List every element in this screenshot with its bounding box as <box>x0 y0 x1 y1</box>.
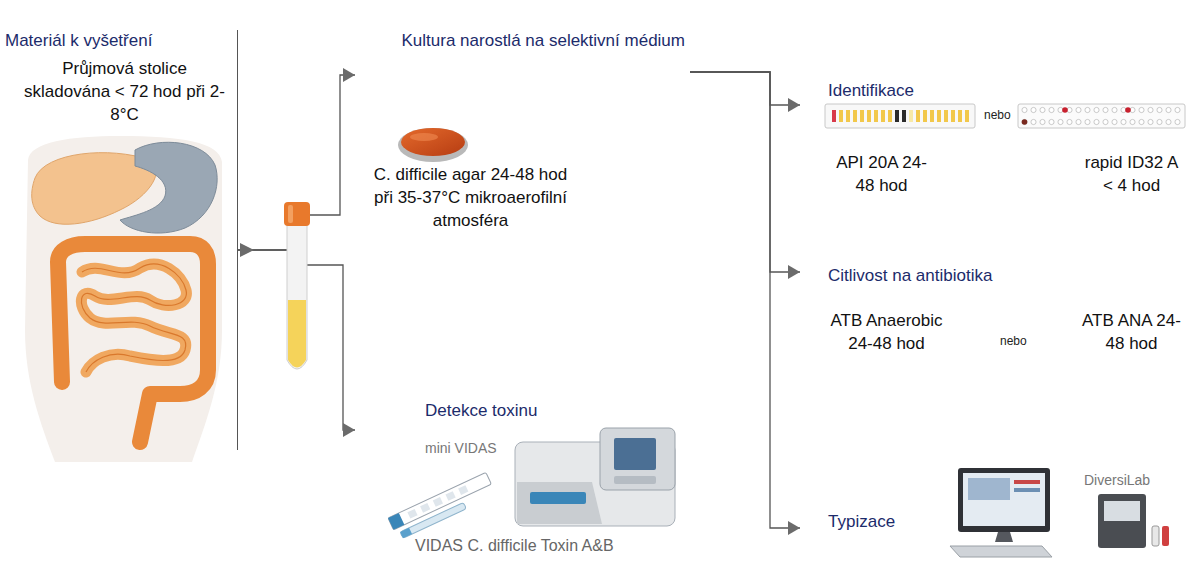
screen-bar <box>1014 480 1040 484</box>
note-label: mini VIDAS <box>425 440 497 456</box>
strip-wells <box>1020 104 1182 128</box>
step-text: ATB Anaerobic 24-48 hod <box>818 310 955 356</box>
strip-well <box>433 497 443 507</box>
note-label: nebo <box>984 108 1011 122</box>
strip-cup-dark <box>902 110 906 122</box>
strip-cups <box>831 104 971 128</box>
reagent-vial <box>1162 526 1169 546</box>
step-group: Typizace <box>800 508 922 542</box>
instrument-screen <box>614 438 656 470</box>
well-red <box>1062 107 1068 113</box>
tube-sample <box>288 300 306 368</box>
monitor-frame <box>958 468 1050 532</box>
keyboard <box>950 546 1052 557</box>
screen-window <box>968 478 1010 500</box>
spr-tip <box>400 502 466 538</box>
step-group: Detekce toxinuVIDAS C. difficile Toxin A… <box>355 395 702 561</box>
step-text: Průjmová stolice skladována < 72 hod při… <box>22 58 227 127</box>
strip-frame <box>825 104 975 128</box>
flow-arrow <box>238 75 355 250</box>
digestive-illustration <box>25 136 222 462</box>
analyzer-box <box>1098 494 1146 548</box>
well-red <box>1125 107 1131 113</box>
step-group: rapid ID32 A < 4 hod <box>1078 152 1185 202</box>
tube-cap <box>284 202 310 226</box>
dish-highlight <box>410 133 438 141</box>
strip-cup-red <box>832 110 836 122</box>
strip-well <box>420 503 430 513</box>
step-heading: Citlivost na antibiotika <box>828 265 1197 287</box>
torso-silhouette <box>25 136 222 462</box>
step-text: API 20A 24-48 hod <box>833 152 930 198</box>
step-text: C. difficile agar 24-48 hod při 35-37°C … <box>363 164 578 233</box>
dish-agar <box>401 128 465 156</box>
step-text: rapid ID32 A < 4 hod <box>1078 152 1185 198</box>
diversilab-computer <box>950 468 1169 557</box>
strip-well <box>445 491 455 501</box>
strip-cup-light <box>909 110 913 122</box>
step-group: Materiál k vyšetřeníPrůjmová stolice skl… <box>0 30 238 450</box>
step-group: ATB ANA 24-48 hod <box>1078 310 1185 360</box>
step-heading: Identifikace <box>828 80 1197 102</box>
dish-rim <box>398 128 468 162</box>
tube-body <box>287 224 307 369</box>
note-label: nebo <box>1000 334 1027 348</box>
screen-bar <box>1014 488 1040 492</box>
instrument-tray <box>517 482 602 524</box>
small-intestine <box>81 264 186 372</box>
step-group: IdentifikaceAPI 20A 24-48 hod rapid ID32 … <box>800 80 1197 210</box>
sample-tube <box>284 202 310 369</box>
flow-arrow <box>690 72 800 528</box>
id32-strip <box>1018 104 1185 128</box>
pointer-triangle <box>240 243 254 257</box>
well-dark <box>1022 119 1028 125</box>
step-heading: Kultura narostlá na selektivní médium <box>380 30 685 52</box>
step-group: ATB Anaerobic 24-48 hod <box>818 310 955 360</box>
strip-well <box>458 485 468 495</box>
step-heading: Detekce toxinu <box>425 400 702 422</box>
step-heading: Typizace <box>828 511 922 533</box>
analyzer-panel <box>1104 501 1140 521</box>
step-group: Kultura narostlá na selektivní médium C. … <box>355 30 690 260</box>
tip-head <box>400 528 412 539</box>
vidas-instrument <box>388 428 675 538</box>
strip-frame <box>1018 104 1185 128</box>
tube-cap-shine <box>288 205 293 223</box>
instrument-keys <box>614 476 656 484</box>
flow-arrow <box>690 72 800 272</box>
step-text: ATB ANA 24-48 hod <box>1078 310 1185 356</box>
strip-cup-dark <box>895 110 899 122</box>
step-group: Citlivost na antibiotikaATB Anaerobic 24… <box>800 262 1197 372</box>
note-label: DiversiLab <box>1084 472 1150 488</box>
reagent-vial <box>1152 526 1159 546</box>
step-group: API 20A 24-48 hod <box>833 152 930 202</box>
instrument-head <box>600 428 675 490</box>
large-intestine <box>58 244 208 442</box>
tip-body <box>400 502 466 538</box>
petri-dish <box>398 128 468 162</box>
strip-cap <box>388 513 404 530</box>
monitor-stand <box>995 532 1013 542</box>
step-text: VIDAS C. difficile Toxin A&B <box>415 536 702 557</box>
step-heading: Materiál k vyšetření <box>5 30 237 52</box>
strip-well <box>407 509 417 519</box>
instrument-slot <box>530 492 586 504</box>
intestine-shading <box>81 264 186 372</box>
stomach-shape <box>120 142 217 233</box>
monitor-screen <box>963 473 1045 526</box>
api-strip <box>825 104 975 128</box>
flow-arrow <box>690 72 800 105</box>
